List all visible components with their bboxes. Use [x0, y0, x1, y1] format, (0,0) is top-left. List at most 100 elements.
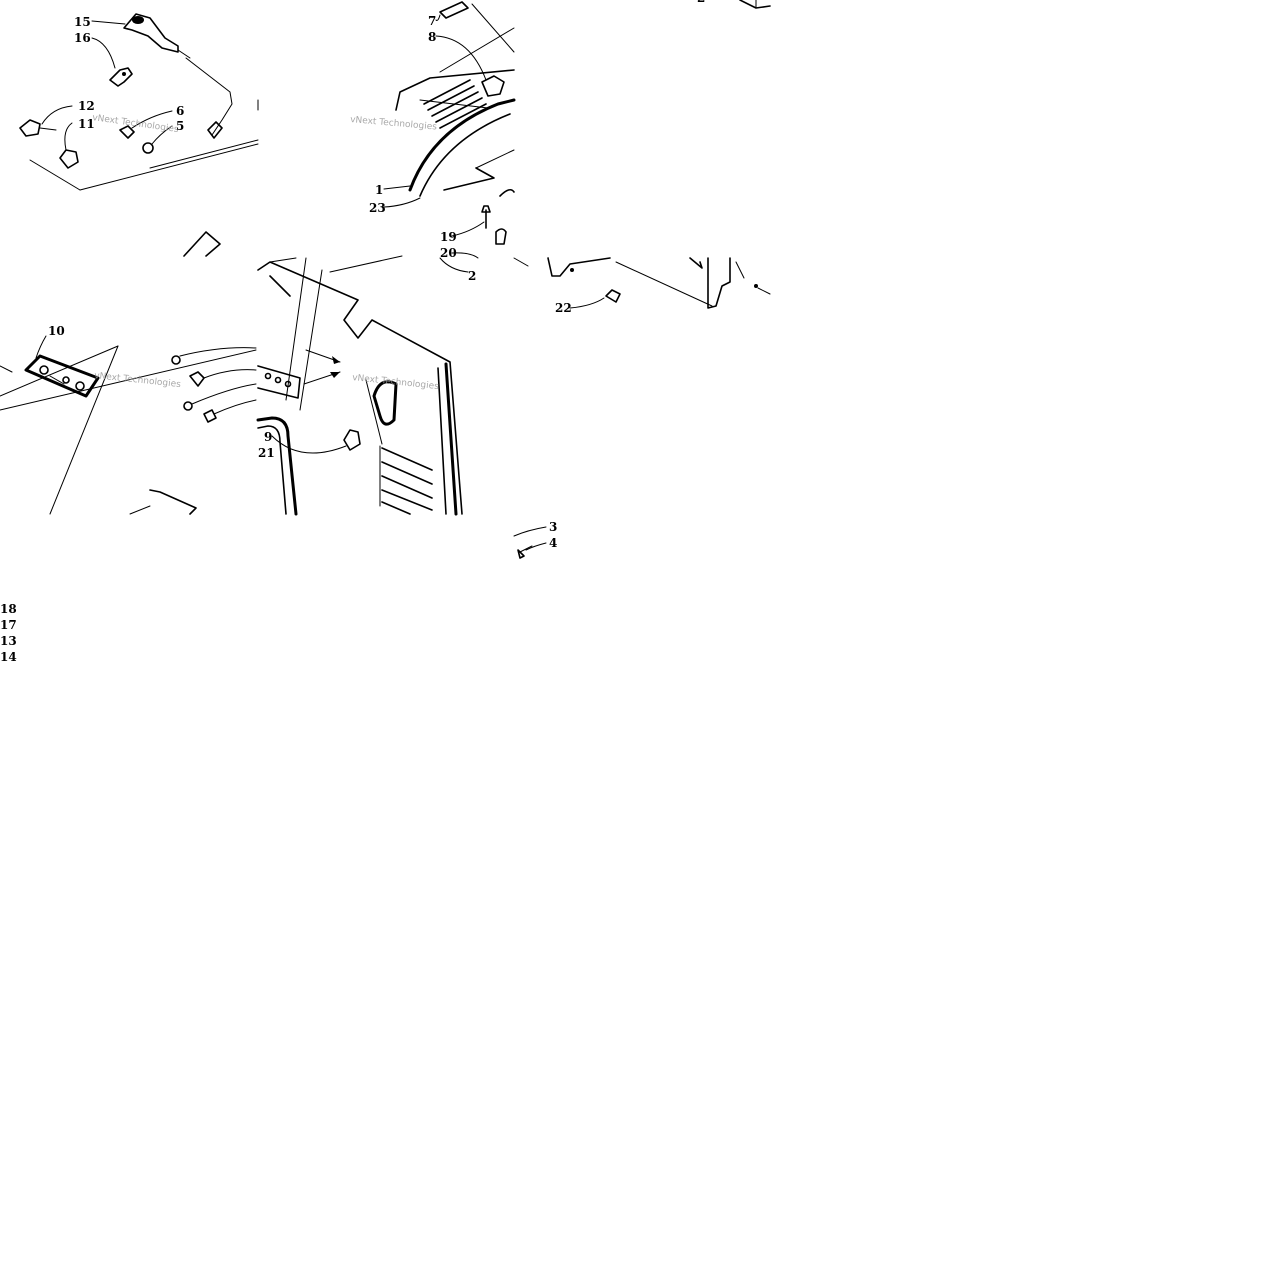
- leader-line: [91, 37, 116, 69]
- headlight-opening: [256, 416, 298, 516]
- leader-line: [64, 122, 73, 151]
- callout-7: 7: [428, 14, 436, 28]
- callout-14: 14: [0, 650, 17, 664]
- part-11-switch: [59, 149, 79, 169]
- part-9-decal: [343, 429, 361, 451]
- hood-vent: [149, 489, 197, 515]
- watermark-text: vNext Technologies: [94, 371, 182, 390]
- hood-tab: [183, 231, 221, 257]
- part-7-grille-piece: [439, 1, 469, 19]
- throttle-cable: [185, 57, 233, 136]
- part-hardware: [171, 355, 181, 365]
- leader-line: [131, 110, 173, 129]
- windshield-line: [285, 257, 307, 401]
- callout-9: 9: [264, 430, 272, 444]
- leader-line: [41, 105, 73, 125]
- part-19-bolt: [481, 205, 491, 229]
- part-12-knob: [19, 119, 57, 137]
- panel-middle-center: vNext Technologies: [256, 255, 463, 516]
- part-16-bracket: [109, 67, 133, 87]
- part-23-seal: [419, 113, 511, 197]
- callout-16: 16: [74, 31, 91, 45]
- leader-line: [203, 369, 257, 379]
- leader-line: [179, 347, 257, 357]
- leader-line: [383, 185, 411, 190]
- part-hardware: [203, 409, 217, 423]
- part-hardware: [183, 401, 193, 411]
- hood-side-vents: [379, 445, 433, 515]
- part-10-badge: [24, 354, 100, 398]
- callout-6: 6: [176, 104, 184, 118]
- panel-top-left: vNext Technologies: [19, 13, 259, 191]
- leader-line: [35, 335, 47, 359]
- leader-line: [435, 14, 441, 21]
- panel-middle-left: vNext Technologies: [0, 231, 257, 515]
- hood-louvres: [419, 79, 489, 129]
- leader-line: [451, 252, 479, 259]
- callout-11: 11: [78, 117, 95, 131]
- callout-2: 2: [468, 269, 476, 283]
- callout-3: 3: [549, 520, 557, 534]
- panel-edge-line: [149, 139, 259, 169]
- part-8-knob: [481, 75, 505, 97]
- hood-line: [471, 3, 515, 53]
- leader-line: [525, 542, 547, 551]
- panel-edge-line: [79, 143, 259, 191]
- hood-line: [439, 27, 515, 73]
- callout-4: 4: [549, 536, 557, 550]
- leader-line: [91, 20, 126, 25]
- callout-21: 21: [258, 446, 275, 460]
- watermark-text: vNext Technologies: [92, 113, 180, 135]
- callout-19: 19: [440, 230, 457, 244]
- part-20-clip: [495, 228, 507, 245]
- leader-line: [513, 526, 547, 537]
- callout-1: 1: [375, 183, 383, 197]
- callout-15: 15: [74, 15, 91, 29]
- leader-line: [213, 399, 257, 415]
- callout-labels: 15 16 12 11 6 5 7 8 1 23 19 20 2 22 10 9…: [0, 14, 572, 664]
- callout-17: 17: [0, 618, 17, 632]
- leader-line: [151, 125, 173, 145]
- leader-line: [569, 297, 605, 309]
- hood-side-inner: [437, 367, 447, 515]
- callout-10: 10: [48, 324, 65, 338]
- callout-22: 22: [555, 301, 572, 315]
- panel-edge-line: [29, 159, 81, 191]
- leader-line: [439, 257, 469, 273]
- callout-8: 8: [428, 30, 436, 44]
- leader-line: [451, 221, 485, 237]
- part-hardware: [189, 371, 205, 387]
- windshield-line: [299, 269, 323, 411]
- leader-line: [271, 435, 347, 454]
- side-panel-edge: [707, 257, 731, 309]
- callout-12: 12: [78, 99, 95, 113]
- part-15-lever: [123, 13, 191, 59]
- instrument-strip: [257, 365, 301, 399]
- callout-23: 23: [369, 201, 386, 215]
- callout-18: 18: [0, 602, 17, 616]
- callout-partial: 2: [697, 0, 705, 5]
- leader-line: [191, 383, 257, 405]
- hood-line: [475, 149, 515, 169]
- hood-side-trim: [444, 362, 458, 516]
- panel-middle-right: [439, 188, 771, 309]
- hood-wedge: [443, 167, 495, 191]
- callout-13: 13: [0, 634, 17, 648]
- leader-line: [435, 35, 487, 81]
- callout-20: 20: [440, 246, 457, 260]
- part-edge: [499, 188, 515, 197]
- part-6-screw: [119, 125, 135, 139]
- part-1-trim: [408, 98, 516, 192]
- part-3-4-screw: [513, 526, 547, 559]
- leader-line: [383, 197, 421, 208]
- panel-bracket: [547, 257, 611, 277]
- side-scoop: [372, 380, 398, 426]
- cable-end: [207, 121, 223, 139]
- part-22-fastener: [605, 289, 621, 303]
- panel-top-right-fragment: 2: [697, 0, 771, 9]
- hood-outline: [395, 69, 515, 111]
- part-5-nut: [142, 142, 154, 154]
- hood-body-outline: [257, 261, 463, 515]
- callout-5: 5: [176, 119, 184, 133]
